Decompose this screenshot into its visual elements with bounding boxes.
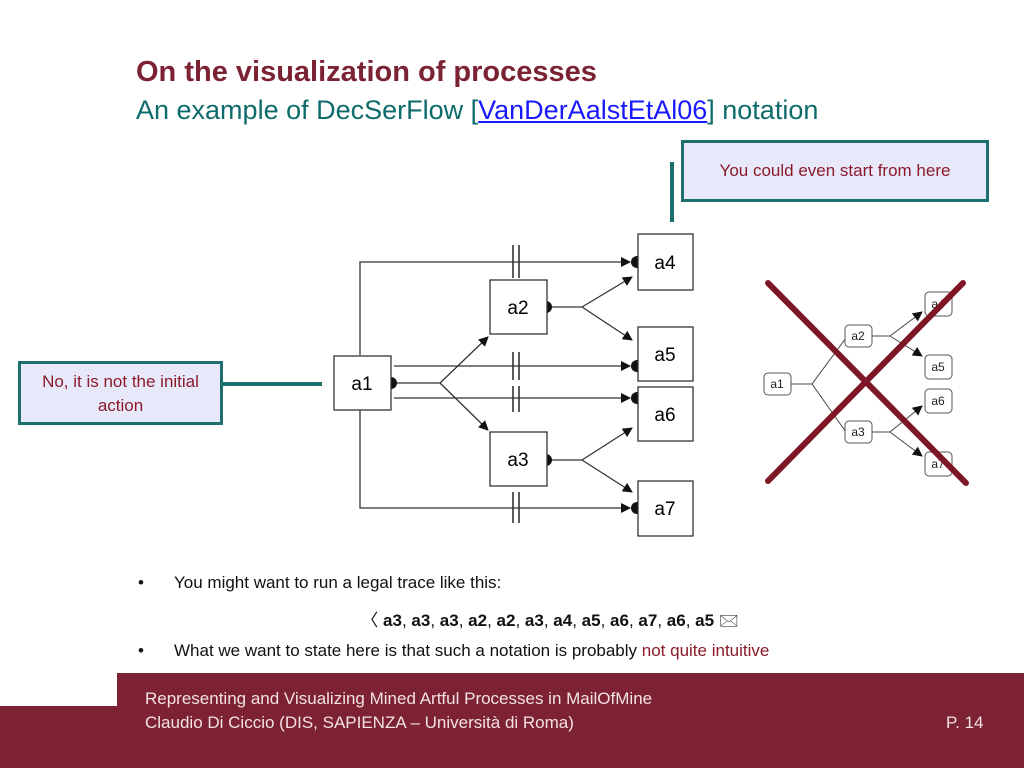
node-a4: a4 bbox=[637, 233, 694, 291]
svg-text:a1: a1 bbox=[770, 377, 784, 391]
bullet-marker: • bbox=[138, 641, 144, 660]
slide-title: On the visualization of processes bbox=[136, 56, 597, 88]
trace-open-bracket: 〈 bbox=[361, 611, 379, 630]
edge-a3-a7 bbox=[581, 459, 633, 493]
node-a1: a1 bbox=[333, 355, 392, 411]
edge-a1-a3 bbox=[439, 382, 489, 431]
node-a3: a3 bbox=[489, 431, 548, 487]
callout-not-initial-text: No, it is not the initial action bbox=[42, 372, 199, 415]
callout-start-here: You could even start from here bbox=[681, 140, 989, 202]
svg-text:a6: a6 bbox=[654, 405, 675, 426]
small-node-a1: a1 bbox=[763, 372, 792, 396]
edge-a1-a2 bbox=[439, 336, 489, 384]
negation-marks bbox=[512, 245, 520, 523]
edge-a3-a6 bbox=[581, 427, 633, 461]
trace-item: a3 bbox=[524, 611, 544, 630]
svg-text:a2: a2 bbox=[507, 298, 528, 319]
node-a7: a7 bbox=[637, 480, 694, 537]
bullet-second-highlight: not quite intuitive bbox=[641, 641, 770, 660]
footer bbox=[117, 673, 1024, 768]
bullet-marker: • bbox=[138, 573, 144, 592]
edge-a2-a5 bbox=[581, 306, 633, 341]
trace-item: a6 bbox=[610, 611, 629, 630]
small-node-a2: a2 bbox=[844, 324, 873, 348]
callout-not-initial: No, it is not the initial action bbox=[18, 361, 223, 425]
small-node-a6: a6 bbox=[924, 388, 953, 414]
bullet-text-trace-intro: You might want to run a legal trace like… bbox=[174, 573, 502, 592]
small-node-a3: a3 bbox=[844, 420, 873, 444]
page-number: P. 14 bbox=[946, 713, 984, 732]
trace-item: a4 bbox=[553, 611, 573, 630]
trace-item: a3 bbox=[439, 611, 459, 630]
trace-item: a3 bbox=[411, 611, 431, 630]
small-node-a5: a5 bbox=[924, 354, 953, 380]
footer-author: Claudio Di Ciccio (DIS, SAPIENZA – Unive… bbox=[145, 713, 574, 732]
envelope-icon: 🖂 bbox=[718, 611, 739, 630]
trace-item: a2 bbox=[468, 611, 488, 630]
svg-text:a7: a7 bbox=[654, 499, 675, 520]
trace-item: a5 bbox=[581, 611, 601, 630]
svg-text:a5: a5 bbox=[931, 360, 945, 374]
edge-a2-a4 bbox=[581, 276, 633, 308]
bullet-second-prefix: What we want to state here is that such … bbox=[174, 641, 642, 660]
decserflow-diagram: a1 a2 a3 a4 a5 a6 a7 a1 a2 a3 a4 a5 a6 a… bbox=[223, 162, 969, 537]
svg-text:a6: a6 bbox=[931, 394, 945, 408]
trace-item: a2 bbox=[496, 611, 516, 630]
reference-link[interactable]: VanDerAalstEtAl06 bbox=[478, 95, 708, 125]
trace-item: a3 bbox=[383, 611, 402, 630]
subtitle-suffix: ] notation bbox=[707, 95, 819, 125]
slide-subtitle: An example of DecSerFlow [VanDerAalstEtA… bbox=[136, 95, 818, 126]
svg-text:a3: a3 bbox=[507, 450, 528, 471]
svg-text:a5: a5 bbox=[654, 345, 675, 366]
subtitle-prefix: An example of DecSerFlow [ bbox=[136, 95, 479, 125]
node-a2: a2 bbox=[489, 279, 548, 335]
node-a6: a6 bbox=[637, 386, 694, 442]
crossed-diagram: a1 a2 a3 a4 a5 a6 a7 bbox=[763, 280, 969, 486]
node-a5: a5 bbox=[637, 326, 694, 382]
callout-start-here-text: You could even start from here bbox=[719, 161, 951, 180]
bullet-text-intuitive: What we want to state here is that such … bbox=[174, 641, 769, 661]
trace-items: a3, a3, a3, a2, a2, a3, a4, a5, a6, a7, … bbox=[383, 611, 715, 630]
edge-a1-a4 bbox=[359, 257, 631, 355]
trace-item: a6 bbox=[666, 611, 686, 630]
svg-text:a4: a4 bbox=[654, 253, 676, 274]
trace-line: 〈 a3, a3, a3, a2, a2, a3, a4, a5, a6, a7… bbox=[0, 606, 1024, 637]
svg-text:a2: a2 bbox=[851, 329, 865, 343]
svg-text:a3: a3 bbox=[851, 425, 865, 439]
trace-item: a5 bbox=[695, 611, 715, 630]
footer-title: Representing and Visualizing Mined Artfu… bbox=[145, 689, 653, 708]
cross-out-mark bbox=[765, 280, 969, 486]
svg-text:a1: a1 bbox=[351, 374, 372, 395]
edge-a1-a7 bbox=[359, 410, 631, 513]
trace-item: a7 bbox=[638, 611, 658, 630]
